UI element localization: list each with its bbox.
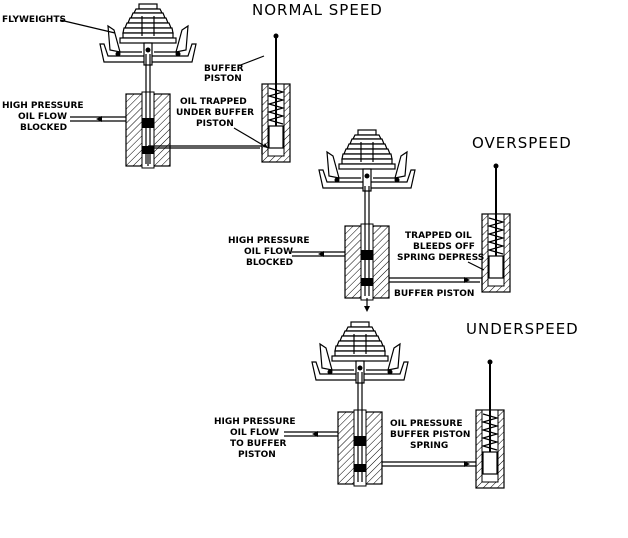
under-hp-label-1: HIGH PRESSURE <box>214 417 296 427</box>
normal-speed-section: NORMAL SPEED FLYWEIGHTS BUFFER PISTON HI… <box>2 1 383 169</box>
normal-governor-head <box>99 3 197 66</box>
over-trapped-label-1: TRAPPED OIL <box>405 231 472 241</box>
over-buffer-piston <box>481 162 511 293</box>
normal-hp-label-3: BLOCKED <box>20 123 67 133</box>
over-trapped-label-3: SPRING DEPRESS <box>397 253 484 263</box>
under-pilot-valve <box>337 371 383 487</box>
underspeed-section: UNDERSPEED HIGH PRESSURE OIL FLOW TO BUF… <box>214 320 579 489</box>
normal-buffer-piston <box>261 32 291 163</box>
under-hp-label-2: OIL FLOW <box>230 428 279 438</box>
under-governor-head <box>311 321 409 384</box>
normal-speed-title: NORMAL SPEED <box>252 1 383 19</box>
under-hp-label-4: PISTON <box>238 450 276 460</box>
over-governor-head <box>318 129 416 192</box>
normal-trapped-label-3: PISTON <box>196 119 234 129</box>
normal-trapped-label-1: OIL TRAPPED <box>180 97 247 107</box>
over-hp-label-2: OIL FLOW <box>244 247 293 257</box>
over-hp-label-1: HIGH PRESSURE <box>228 236 310 246</box>
under-oilp-label-3: SPRING <box>410 441 448 451</box>
under-oilp-label-1: OIL PRESSURE <box>390 419 463 429</box>
over-trapped-label-2: BLEEDS OFF <box>413 242 475 252</box>
over-hp-label-3: BLOCKED <box>246 258 293 268</box>
normal-buffer-label-2: PISTON <box>204 74 242 84</box>
under-oilp-label-2: BUFFER PISTON <box>390 430 470 440</box>
over-buffer-label: BUFFER PISTON <box>394 289 474 299</box>
under-buffer-piston <box>475 358 505 489</box>
normal-hp-label-1: HIGH PRESSURE <box>2 101 84 111</box>
normal-buffer-label-1: BUFFER <box>204 64 244 74</box>
underspeed-title: UNDERSPEED <box>466 320 579 338</box>
overspeed-section: OVERSPEED HIGH PRESSURE OIL FLOW BLOCKED… <box>228 129 572 312</box>
normal-trapped-label-2: UNDER BUFFER <box>176 108 254 118</box>
flyweights-label: FLYWEIGHTS <box>2 15 66 25</box>
over-pilot-valve <box>344 185 390 301</box>
overspeed-title: OVERSPEED <box>472 134 572 152</box>
under-hp-label-3: TO BUFFER <box>230 439 287 449</box>
normal-hp-label-2: OIL FLOW <box>18 112 67 122</box>
